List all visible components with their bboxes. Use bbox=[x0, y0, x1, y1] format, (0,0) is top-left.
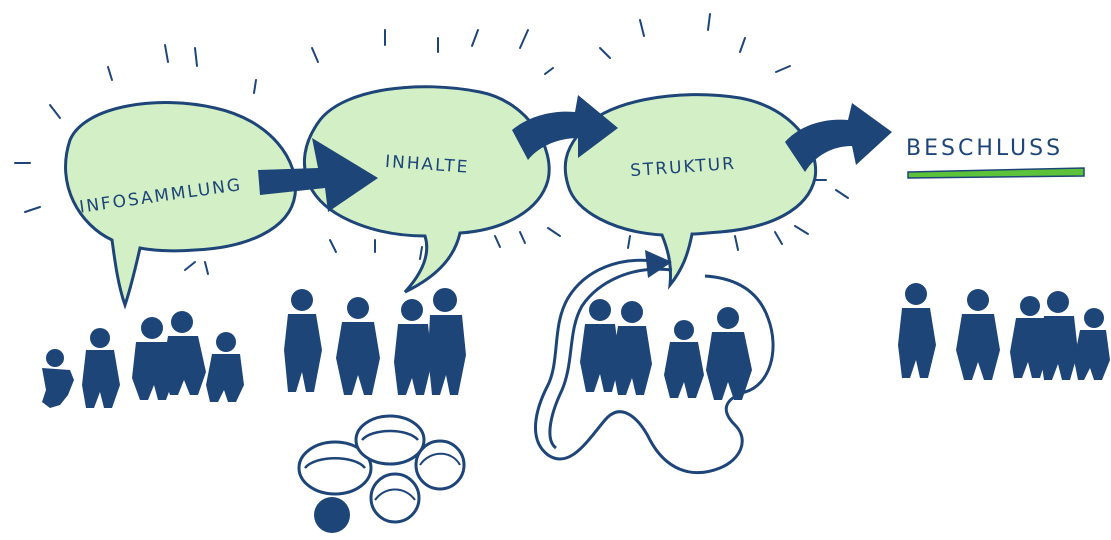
loop-arrow-icon bbox=[534, 250, 775, 475]
person-icon bbox=[898, 283, 936, 378]
person-icon bbox=[428, 288, 466, 395]
person-icon bbox=[394, 299, 432, 395]
person-icon bbox=[706, 307, 752, 400]
arrow-right-icon bbox=[258, 138, 378, 212]
person-icon bbox=[664, 320, 704, 398]
radiating-rays bbox=[14, 13, 849, 275]
person-icon bbox=[1074, 308, 1110, 380]
person-icon bbox=[1010, 296, 1048, 378]
person-icon bbox=[42, 349, 74, 408]
arrow-right-icon bbox=[512, 95, 618, 160]
person-icon bbox=[162, 311, 206, 395]
person-icon bbox=[956, 289, 1000, 380]
person-icon bbox=[132, 317, 174, 400]
arrow-right-icon bbox=[785, 103, 892, 172]
people-group-3 bbox=[580, 299, 752, 400]
people-group-2 bbox=[284, 288, 466, 395]
result-label: BESCHLUSS bbox=[906, 136, 1063, 161]
chestnuts-icon bbox=[297, 414, 466, 533]
person-icon bbox=[612, 301, 652, 395]
person-icon bbox=[82, 328, 120, 408]
bubble-inhalte: INHALTE bbox=[303, 85, 551, 294]
person-icon bbox=[1040, 291, 1078, 380]
person-icon bbox=[284, 289, 322, 392]
result-beschluss: BESCHLUSS bbox=[906, 136, 1085, 179]
person-icon bbox=[206, 332, 244, 402]
result-underline bbox=[907, 167, 1085, 179]
people-group-1 bbox=[42, 311, 244, 408]
people-group-4 bbox=[898, 283, 1110, 380]
person-icon bbox=[580, 299, 620, 392]
bubble-infosammlung: INFOSAMMLUNG bbox=[64, 101, 298, 310]
bubble-struktur: STRUKTUR bbox=[563, 93, 818, 290]
person-icon bbox=[336, 297, 380, 395]
